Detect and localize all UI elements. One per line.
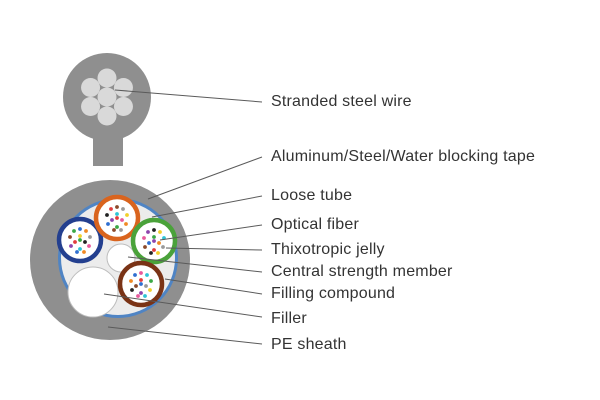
optical-fiber-dot [109, 207, 113, 211]
optical-fiber-dot [142, 236, 146, 240]
label-central-strength-member: Central strength member [271, 263, 453, 280]
leader-optical-fiber [159, 224, 263, 241]
loose-tubes [56, 194, 178, 308]
optical-fiber-dot [88, 235, 92, 239]
optical-fiber-dot [161, 245, 165, 249]
optical-fiber-dot [124, 222, 128, 226]
optical-fiber-dot [158, 230, 162, 234]
filler [67, 266, 119, 318]
optical-fiber-dot [148, 288, 152, 292]
optical-fiber-dot [134, 284, 138, 288]
optical-fiber-dot [83, 240, 87, 244]
optical-fiber-dot [152, 235, 156, 239]
optical-fiber-dot [143, 294, 147, 298]
steel-strand [97, 106, 117, 126]
steel-strand [113, 97, 133, 116]
leader-pe-sheath [107, 326, 263, 345]
optical-fiber-dot [139, 282, 143, 286]
optical-fiber-dot [115, 225, 119, 229]
optical-fiber-dot [119, 228, 123, 232]
optical-fiber-dot [115, 212, 119, 216]
main-cable-section [30, 180, 190, 340]
optical-fiber-dot [115, 205, 119, 209]
leader-filling-compound [164, 278, 263, 295]
optical-fiber-dot [120, 218, 124, 222]
optical-fiber-dot [78, 247, 82, 251]
steel-strand [97, 68, 117, 88]
optical-fiber-dot [139, 291, 143, 295]
optical-fiber-dot [78, 238, 82, 242]
optical-fiber-dot [129, 279, 133, 283]
label-filling-compound: Filling compound [271, 285, 396, 302]
label-thixotropic-jelly: Thixotropic jelly [271, 241, 385, 258]
optical-fiber-dot [75, 250, 79, 254]
optical-fiber-dot [78, 234, 82, 238]
optical-fiber-dot [139, 278, 143, 282]
messenger-wire-section [63, 53, 151, 166]
optical-fiber-dot [149, 251, 153, 255]
optical-fiber-dot [69, 244, 73, 248]
optical-fiber-dot [110, 218, 114, 222]
label-loose-tube: Loose tube [271, 187, 353, 204]
label-blocking-tape: Aluminum/Steel/Water blocking tape [271, 148, 536, 165]
steel-strand [81, 78, 101, 97]
leader-loose-tube [151, 195, 263, 218]
optical-fiber-dot [157, 241, 161, 245]
optical-fiber-dot [73, 240, 77, 244]
label-optical-fiber: Optical fiber [271, 216, 359, 233]
label-stranded-steel-wire: Stranded steel wire [271, 93, 412, 110]
optical-fiber-dot [144, 284, 148, 288]
optical-fiber-dot [149, 279, 153, 283]
optical-fiber-dot [143, 245, 147, 249]
leader-filler [103, 293, 263, 318]
optical-fiber-dot [147, 241, 151, 245]
optical-fiber-dot [82, 250, 86, 254]
leader-lines [103, 89, 263, 345]
optical-fiber-dot [145, 273, 149, 277]
optical-fiber-dot [78, 227, 82, 231]
optical-fiber-dot [125, 213, 129, 217]
leader-stranded-steel-wire [114, 89, 263, 103]
optical-fiber-dot [152, 248, 156, 252]
leader-central-strength-member [127, 256, 263, 273]
label-filler: Filler [271, 310, 307, 327]
optical-fiber-dot [72, 229, 76, 233]
steel-strand [81, 97, 101, 116]
label-pe-sheath: PE sheath [271, 336, 347, 353]
optical-fiber-dot [156, 251, 160, 255]
optical-fiber-dot [68, 235, 72, 239]
optical-fiber-dot [136, 294, 140, 298]
optical-fiber-dot [112, 228, 116, 232]
optical-fiber-dot [115, 216, 119, 220]
optical-fiber-dot [106, 222, 110, 226]
optical-fiber-dot [121, 207, 125, 211]
steel-strand [97, 87, 117, 107]
stranded-steel-wire-strands [81, 68, 133, 126]
leader-thixotropic-jelly [165, 247, 263, 251]
optical-fiber-dot [105, 213, 109, 217]
optical-fiber-dot [87, 244, 91, 248]
optical-fiber-dot [146, 230, 150, 234]
optical-fiber-dot [130, 288, 134, 292]
sheath-neck [93, 126, 123, 166]
optical-fiber-dot [84, 229, 88, 233]
optical-fiber-dot [152, 239, 156, 243]
steel-strand [113, 78, 133, 97]
optical-fiber-dot [152, 228, 156, 232]
optical-fiber-dot [139, 271, 143, 275]
optical-fiber-dot [133, 273, 137, 277]
leader-blocking-tape [147, 156, 263, 200]
